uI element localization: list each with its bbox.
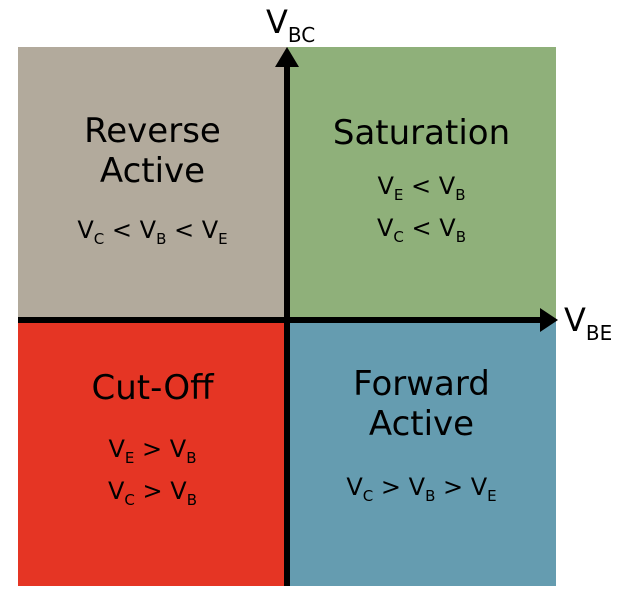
condition-expression: VE > VB: [108, 435, 197, 467]
y-axis-label: VBC: [266, 3, 316, 47]
title-line: Active: [99, 151, 206, 191]
quadrant-title: Reverse Active: [18, 111, 287, 191]
condition-expression: VE < VB: [377, 172, 466, 204]
title-line: Saturation: [332, 113, 511, 153]
quadrant-saturation: Saturation VE < VB VC < VB: [287, 47, 556, 320]
quadrant-reverse-active: Reverse Active VC < VB < VE: [18, 47, 287, 320]
condition-expression: VC > VB: [107, 477, 197, 509]
x-axis-arrowhead: [540, 308, 558, 332]
condition-expression: VC < VB: [376, 214, 466, 246]
condition-expression: VC > VB > VE: [346, 473, 497, 505]
y-axis-arrowhead: [275, 47, 299, 67]
quadrant-title: Saturation: [287, 113, 556, 153]
condition-expression: VC < VB < VE: [77, 216, 228, 248]
quadrant-title: Forward Active: [287, 364, 556, 444]
x-axis-label: VBE: [564, 301, 613, 345]
quadrant-forward-active: Forward Active VC > VB > VE: [287, 320, 556, 586]
title-line: Active: [368, 404, 475, 444]
title-line: Forward: [353, 364, 490, 404]
title-line: Reverse: [84, 111, 221, 151]
quadrant-cut-off: Cut-Off VE > VB VC > VB: [18, 320, 287, 586]
title-line: Cut-Off: [91, 368, 214, 408]
quadrant-title: Cut-Off: [18, 368, 287, 408]
